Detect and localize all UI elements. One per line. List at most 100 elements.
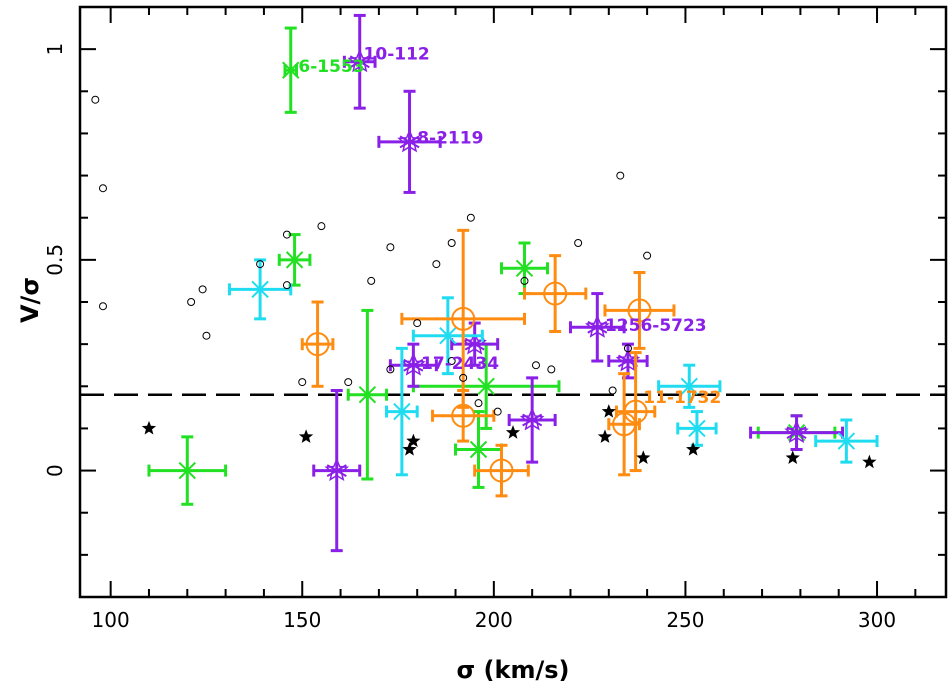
open-circle-marker bbox=[282, 230, 291, 239]
data-point bbox=[377, 89, 442, 194]
data-point bbox=[601, 404, 616, 418]
open-circle-marker bbox=[298, 378, 307, 387]
data-point bbox=[597, 429, 613, 443]
star-marker bbox=[402, 442, 417, 456]
star-marker bbox=[601, 404, 616, 418]
x-tick-label: 200 bbox=[475, 608, 513, 632]
open-circle-marker bbox=[282, 281, 291, 290]
circle-plus-cross bbox=[306, 333, 329, 356]
open-circle-marker bbox=[623, 344, 632, 353]
star-outline-marker bbox=[347, 48, 373, 73]
data-point bbox=[616, 171, 625, 180]
data-point bbox=[531, 361, 540, 370]
data-point bbox=[749, 414, 845, 451]
axis-ticks bbox=[80, 7, 946, 597]
plot-frame bbox=[78, 5, 948, 599]
data-point bbox=[282, 26, 300, 114]
annotations: 6-155310-1128-21191256-572317-243411-173… bbox=[298, 44, 721, 407]
data-point bbox=[607, 372, 641, 477]
data-point bbox=[507, 376, 557, 464]
y-tick-label: 0.5 bbox=[43, 244, 67, 276]
data-point bbox=[474, 399, 483, 408]
point-label: 6-1553 bbox=[298, 57, 364, 77]
data-point bbox=[277, 233, 312, 287]
open-circle-marker bbox=[459, 373, 468, 382]
star-marker bbox=[505, 425, 521, 439]
cross-marker bbox=[680, 377, 698, 395]
cross-marker bbox=[515, 259, 534, 277]
point-label: 17-2434 bbox=[421, 354, 499, 374]
data-point bbox=[657, 363, 722, 409]
open-circle-marker bbox=[474, 399, 483, 408]
cross-marker bbox=[393, 402, 411, 421]
star-outline-marker bbox=[584, 314, 610, 338]
data-point bbox=[385, 346, 419, 477]
data-point bbox=[367, 276, 376, 285]
data-point bbox=[298, 378, 307, 387]
data-point bbox=[636, 450, 651, 464]
data-marks bbox=[91, 13, 879, 553]
x-tick-label: 250 bbox=[666, 608, 704, 632]
data-point bbox=[643, 251, 652, 260]
data-point bbox=[386, 243, 395, 252]
y-axis-title: V/σ bbox=[16, 277, 44, 323]
open-circle-marker bbox=[643, 251, 652, 260]
star-marker bbox=[406, 433, 421, 448]
y-tick-label: 1 bbox=[43, 43, 67, 56]
circle-plus-cross bbox=[452, 404, 475, 427]
x-tick-label: 300 bbox=[858, 608, 896, 632]
cross-marker bbox=[688, 419, 706, 438]
data-point bbox=[459, 373, 468, 382]
cross-marker bbox=[469, 440, 488, 459]
star-outline-marker bbox=[519, 407, 545, 431]
data-point bbox=[466, 213, 475, 222]
data-point bbox=[574, 239, 583, 247]
data-point bbox=[447, 239, 456, 247]
circle-plus-cross bbox=[544, 282, 567, 305]
data-point bbox=[98, 302, 107, 311]
point-label: 11-1732 bbox=[643, 388, 721, 408]
cross-marker bbox=[282, 61, 300, 79]
star-marker bbox=[597, 429, 613, 443]
data-point bbox=[500, 241, 549, 296]
star-marker bbox=[686, 442, 701, 456]
cross-marker bbox=[477, 377, 495, 395]
data-point bbox=[522, 254, 588, 333]
data-point bbox=[785, 450, 800, 464]
open-circle-marker bbox=[493, 407, 502, 416]
star-marker bbox=[862, 454, 877, 469]
star-outline-marker bbox=[784, 419, 809, 444]
data-point bbox=[432, 260, 441, 269]
data-point bbox=[402, 442, 417, 456]
open-circle-marker bbox=[256, 260, 265, 269]
data-point bbox=[91, 95, 100, 104]
star-marker bbox=[785, 450, 800, 464]
open-circle-marker bbox=[317, 222, 326, 231]
star-marker bbox=[636, 450, 651, 464]
cross-marker bbox=[285, 251, 304, 269]
open-circle-marker bbox=[367, 276, 376, 285]
open-circle-marker bbox=[531, 361, 540, 370]
data-point bbox=[431, 389, 496, 443]
x-axis-title: σ (km/s) bbox=[456, 656, 569, 684]
data-point bbox=[473, 443, 530, 498]
open-circle-marker bbox=[344, 378, 353, 387]
open-circle-marker bbox=[413, 319, 422, 328]
open-circle-marker bbox=[466, 213, 475, 222]
open-circle-marker bbox=[447, 357, 456, 365]
data-point bbox=[568, 292, 626, 363]
point-label: 8-2119 bbox=[417, 129, 483, 149]
data-point bbox=[614, 351, 657, 473]
data-point bbox=[300, 300, 335, 388]
data-point bbox=[198, 285, 207, 294]
open-circle-marker bbox=[608, 386, 617, 395]
cross-marker bbox=[178, 461, 196, 480]
cross-marker bbox=[251, 280, 269, 299]
cross-marker bbox=[358, 386, 377, 404]
data-point bbox=[282, 230, 291, 239]
data-point bbox=[256, 260, 265, 269]
circle-plus-cross bbox=[624, 400, 647, 423]
cross-marker bbox=[837, 432, 856, 450]
star-marker bbox=[141, 420, 157, 435]
